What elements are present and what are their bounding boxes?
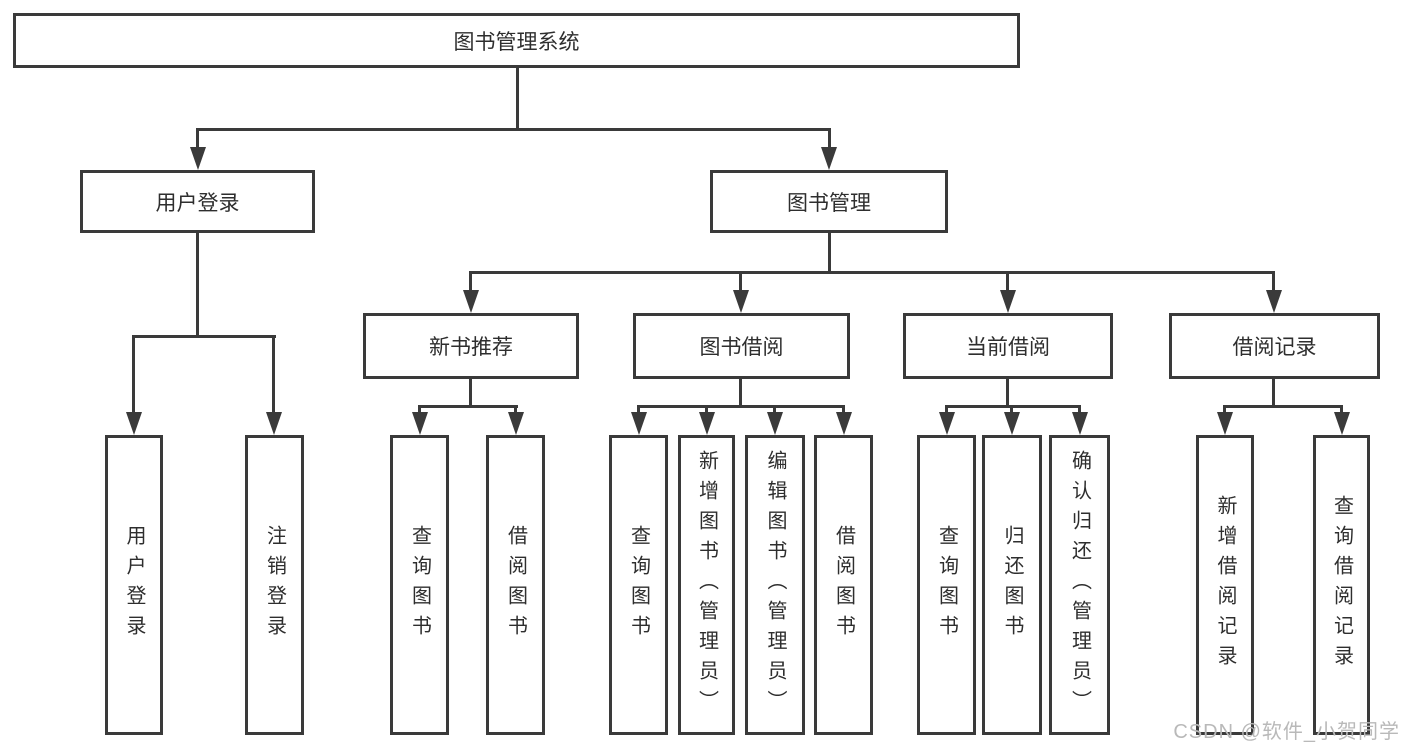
- node-new-book-recommend: 新书推荐: [363, 313, 579, 379]
- connector-line: [739, 379, 742, 407]
- connector-line: [828, 128, 831, 152]
- arrowhead-down-icon: [1217, 412, 1233, 435]
- connector-line: [196, 128, 831, 131]
- arrowhead-down-icon: [190, 147, 206, 170]
- connector-line: [637, 405, 845, 408]
- leaf-newrec-borrow-books: 借阅图书: [486, 435, 545, 735]
- arrowhead-down-icon: [463, 290, 479, 313]
- leaf-borrowing-query-books: 查询图书: [609, 435, 668, 735]
- leaf-newrec-borrow-books-label: 借阅图书: [504, 525, 527, 645]
- arrowhead-down-icon: [266, 412, 282, 435]
- leaf-borrowing-edit-books: 编辑图书（管理员）: [745, 435, 805, 735]
- leaf-current-return-books: 归还图书: [982, 435, 1042, 735]
- leaf-user-login-label: 用户登录: [123, 525, 145, 645]
- connector-line: [1272, 271, 1275, 291]
- node-book-management: 图书管理: [710, 170, 948, 233]
- leaf-current-confirm-return-label: 确认归还（管理员）: [1068, 450, 1091, 720]
- connector-line: [945, 405, 948, 414]
- connector-line: [705, 405, 708, 414]
- leaf-current-return-books-label: 归还图书: [1001, 525, 1023, 645]
- connector-line: [469, 271, 472, 291]
- arrowhead-down-icon: [412, 412, 428, 435]
- connector-line: [132, 335, 276, 338]
- leaf-logout-label: 注销登录: [263, 525, 286, 645]
- connector-line: [418, 405, 421, 414]
- leaf-logout: 注销登录: [245, 435, 304, 735]
- leaf-records-query-record: 查询借阅记录: [1313, 435, 1370, 735]
- leaf-current-query-books-label: 查询图书: [935, 525, 958, 645]
- connector-line: [945, 405, 1081, 408]
- arrowhead-down-icon: [733, 290, 749, 313]
- connector-line: [514, 405, 517, 414]
- arrowhead-down-icon: [821, 147, 837, 170]
- leaf-user-login: 用户登录: [105, 435, 163, 735]
- node-current-borrowing-label: 当前借阅: [966, 336, 1050, 359]
- node-user-login-label: 用户登录: [155, 191, 240, 215]
- leaf-newrec-query-books: 查询图书: [390, 435, 449, 735]
- arrowhead-down-icon: [1334, 412, 1350, 435]
- arrowhead-down-icon: [767, 412, 783, 435]
- leaf-borrowing-borrow-books: 借阅图书: [814, 435, 873, 735]
- connector-line: [1078, 405, 1081, 414]
- node-current-borrowing: 当前借阅: [903, 313, 1113, 379]
- connector-line: [516, 68, 519, 129]
- leaf-records-add-record: 新增借阅记录: [1196, 435, 1254, 735]
- watermark: CSDN @软件_小贺同学: [1173, 721, 1400, 743]
- arrowhead-down-icon: [1072, 412, 1088, 435]
- connector-line: [842, 405, 845, 414]
- node-book-borrowing: 图书借阅: [633, 313, 850, 379]
- connector-line: [272, 335, 275, 415]
- leaf-records-query-record-label: 查询借阅记录: [1330, 495, 1353, 675]
- leaf-newrec-query-books-label: 查询图书: [408, 525, 431, 645]
- leaf-borrowing-borrow-books-label: 借阅图书: [832, 525, 855, 645]
- connector-line: [773, 405, 776, 414]
- leaf-current-query-books: 查询图书: [917, 435, 976, 735]
- connector-line: [418, 405, 518, 408]
- connector-line: [1272, 379, 1275, 407]
- node-system-root: 图书管理系统: [13, 13, 1020, 68]
- arrowhead-down-icon: [939, 412, 955, 435]
- connector-line: [196, 128, 199, 152]
- node-book-borrowing-label: 图书借阅: [699, 336, 784, 359]
- connector-line: [739, 271, 742, 291]
- connector-line: [828, 233, 831, 273]
- arrowhead-down-icon: [126, 412, 142, 435]
- connector-line: [1006, 271, 1009, 291]
- connector-line: [132, 335, 135, 415]
- arrowhead-down-icon: [1266, 290, 1282, 313]
- node-book-management-label: 图书管理: [787, 191, 871, 215]
- leaf-records-add-record-label: 新增借阅记录: [1214, 495, 1236, 675]
- connector-line: [196, 233, 199, 338]
- leaf-borrowing-query-books-label: 查询图书: [627, 525, 650, 645]
- node-borrowing-records-label: 借阅记录: [1232, 336, 1317, 359]
- arrowhead-down-icon: [1004, 412, 1020, 435]
- leaf-borrowing-add-books: 新增图书（管理员）: [678, 435, 735, 735]
- node-borrowing-records: 借阅记录: [1169, 313, 1380, 379]
- node-new-book-recommend-label: 新书推荐: [429, 336, 513, 359]
- connector-line: [469, 379, 472, 407]
- connector-line: [637, 405, 640, 414]
- arrowhead-down-icon: [508, 412, 524, 435]
- node-user-login: 用户登录: [80, 170, 315, 233]
- connector-line: [1223, 405, 1226, 414]
- leaf-borrowing-edit-books-label: 编辑图书（管理员）: [764, 450, 786, 720]
- connector-line: [1006, 379, 1009, 407]
- arrowhead-down-icon: [836, 412, 852, 435]
- connector-line: [1223, 405, 1343, 408]
- connector-line: [1340, 405, 1343, 414]
- arrowhead-down-icon: [699, 412, 715, 435]
- arrowhead-down-icon: [631, 412, 647, 435]
- node-system-root-label: 图书管理系统: [453, 30, 580, 54]
- leaf-current-confirm-return: 确认归还（管理员）: [1049, 435, 1110, 735]
- leaf-borrowing-add-books-label: 新增图书（管理员）: [695, 450, 718, 720]
- connector-line: [469, 271, 1275, 274]
- arrowhead-down-icon: [1000, 290, 1016, 313]
- connector-line: [1010, 405, 1013, 414]
